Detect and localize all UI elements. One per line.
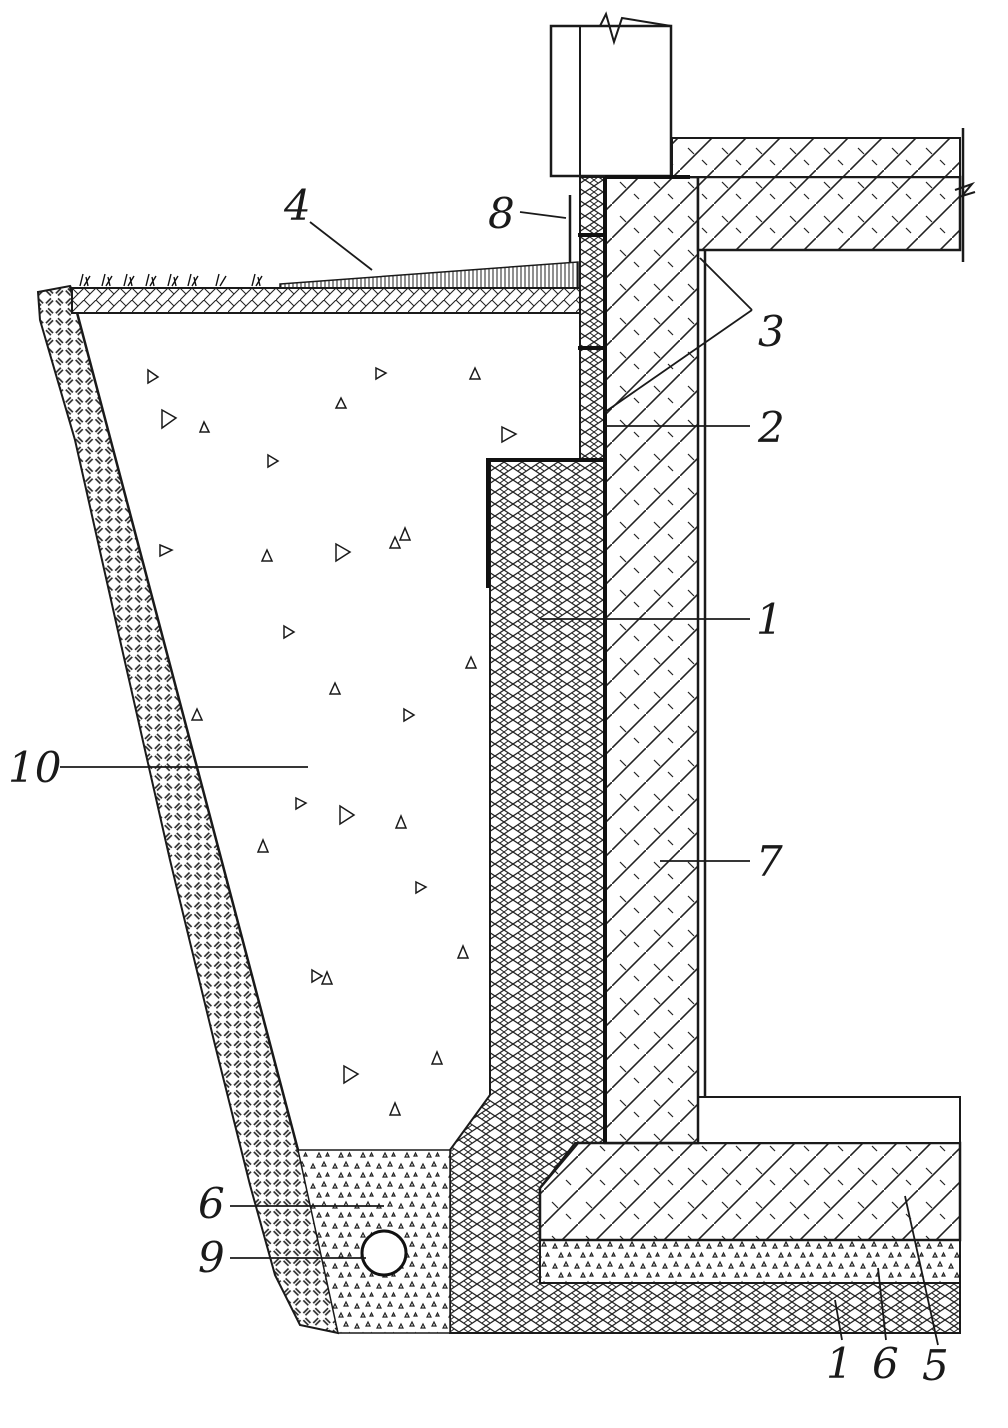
label-9: 9 bbox=[198, 1233, 225, 1282]
label-8: 8 bbox=[488, 189, 515, 238]
blind-area bbox=[279, 261, 579, 289]
leader-lines bbox=[60, 211, 939, 1346]
label-6: 6 bbox=[198, 1179, 225, 1228]
upper-wall bbox=[549, 24, 673, 178]
basement-wall bbox=[603, 175, 700, 1145]
floor-slab bbox=[538, 1141, 962, 1242]
label-1: 1 bbox=[756, 595, 783, 644]
grass-tufts bbox=[79, 273, 263, 287]
backfill bbox=[70, 286, 580, 1150]
insulation-strip bbox=[579, 176, 606, 461]
label-5-bottom: 5 bbox=[922, 1341, 949, 1390]
ground-surface bbox=[71, 287, 581, 314]
label-6-bottom: 6 bbox=[872, 1339, 899, 1388]
label-1-bottom: 1 bbox=[826, 1339, 853, 1388]
label-4: 4 bbox=[283, 181, 311, 230]
drain-gravel-floor bbox=[539, 1239, 961, 1284]
label-7: 7 bbox=[756, 837, 783, 886]
floor-screed bbox=[671, 137, 961, 178]
floor-finish bbox=[697, 1096, 961, 1144]
label-2: 2 bbox=[757, 403, 785, 452]
backfill-stones bbox=[147, 366, 518, 1116]
drain-pipe bbox=[360, 1229, 408, 1277]
label-10: 10 bbox=[8, 743, 61, 792]
label-3: 3 bbox=[758, 307, 785, 356]
